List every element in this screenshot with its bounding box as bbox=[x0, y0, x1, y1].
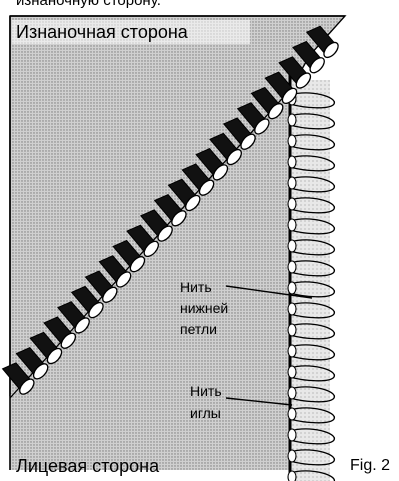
looper-thread-label-1: Нить bbox=[180, 279, 212, 295]
needle-thread-loop bbox=[288, 429, 296, 441]
needle-thread-loop bbox=[288, 198, 296, 210]
right-side-label: Лицевая сторона bbox=[16, 456, 160, 476]
needle-thread-loop bbox=[288, 177, 296, 189]
needle-thread-label-1: Нить bbox=[190, 383, 222, 399]
needle-thread-loop bbox=[288, 135, 296, 147]
needle-thread-loop bbox=[288, 408, 296, 420]
needle-thread-loop bbox=[288, 324, 296, 336]
needle-thread-loop bbox=[288, 471, 296, 481]
needle-thread-loop bbox=[288, 345, 296, 357]
needle-thread-loop bbox=[288, 156, 296, 168]
figure-label: Fig. 2 bbox=[350, 457, 390, 474]
needle-thread-loop bbox=[288, 303, 296, 315]
needle-thread-loop bbox=[288, 219, 296, 231]
needle-thread-loop bbox=[288, 282, 296, 294]
needle-thread-label-2: иглы bbox=[190, 405, 221, 421]
looper-thread-label-3: петли bbox=[180, 321, 217, 337]
needle-thread-loop bbox=[288, 114, 296, 126]
needle-thread-loop bbox=[288, 450, 296, 462]
looper-thread-label-2: нижней bbox=[180, 300, 228, 316]
needle-thread-loop bbox=[288, 240, 296, 252]
needle-thread-loop bbox=[288, 261, 296, 273]
wrong-side-label: Изнаночная сторона bbox=[16, 22, 189, 42]
needle-thread-loop bbox=[288, 366, 296, 378]
needle-thread-loop bbox=[288, 387, 296, 399]
